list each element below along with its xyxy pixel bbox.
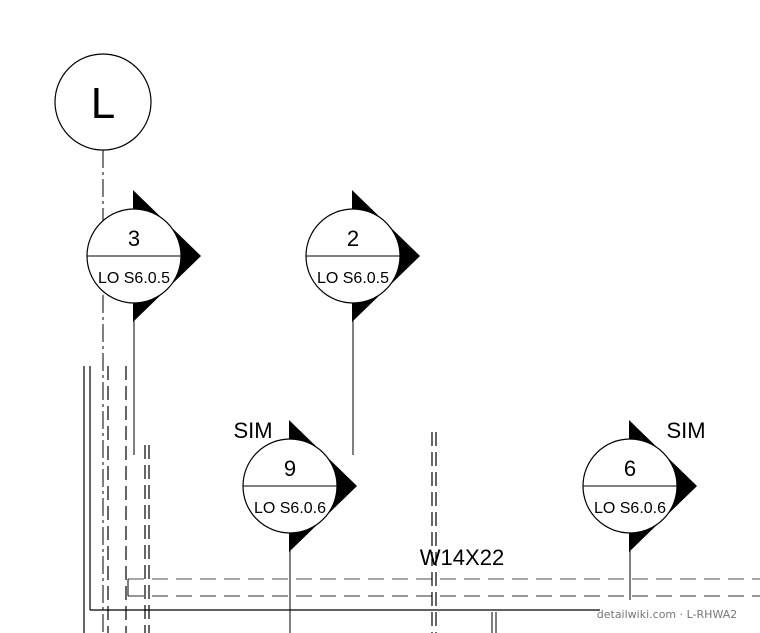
sim-label: SIM: [666, 418, 705, 443]
section-number: 2: [347, 226, 359, 251]
grid-bubble-l: L: [54, 53, 152, 151]
section-number: 6: [624, 456, 636, 481]
section-marker-3: 3 LO S6.0.5: [86, 190, 201, 455]
section-marker-6: 6 LO S6.0.6 SIM: [582, 418, 706, 600]
section-marker-9: 9 LO S6.0.6 SIM: [233, 418, 357, 633]
beam-label: W14X22: [420, 545, 504, 570]
section-sheet: LO S6.0.5: [98, 270, 170, 287]
section-sheet: LO S6.0.5: [317, 270, 389, 287]
beam-lines: [90, 432, 760, 633]
watermark: detailwiki.com · L-RHWA2: [597, 608, 738, 621]
sim-label: SIM: [233, 418, 272, 443]
section-sheet: LO S6.0.6: [254, 500, 326, 517]
section-number: 3: [128, 226, 140, 251]
column-lines: [83, 366, 150, 633]
grid-bubble-label: L: [91, 79, 115, 128]
section-sheet: LO S6.0.6: [594, 500, 666, 517]
section-number: 9: [284, 456, 296, 481]
section-marker-2: 2 LO S6.0.5: [305, 190, 420, 455]
